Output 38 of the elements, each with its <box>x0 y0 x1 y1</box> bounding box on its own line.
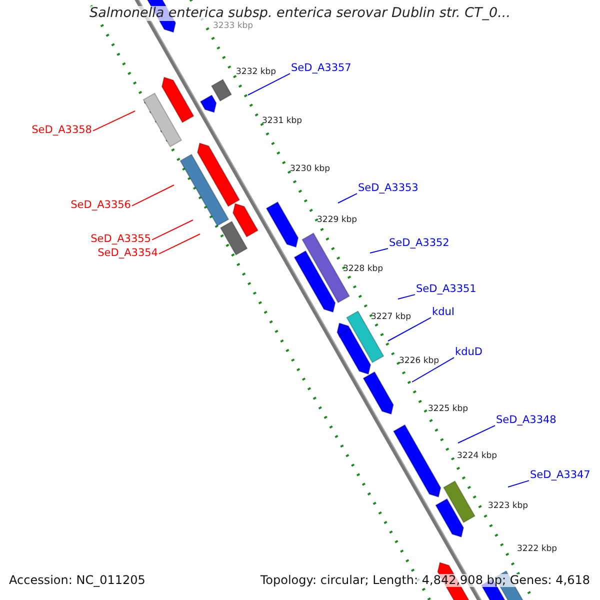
leader-line <box>458 425 496 444</box>
gene-label: kduD <box>455 347 482 359</box>
scale-label: 3222 kbp <box>517 545 558 554</box>
scale-label: 3224 kbp <box>457 452 498 462</box>
leader-line <box>370 248 388 254</box>
leader-line <box>508 480 530 488</box>
gene-label: SeD_A3358 <box>32 125 92 137</box>
accession-label: Accession: NC_011205 <box>9 574 146 588</box>
gene-label: SeD_A3347 <box>530 470 590 482</box>
gene-label: SeD_A3348 <box>496 415 556 427</box>
gene-label: SeD_A3352 <box>389 238 450 250</box>
scale-label: 3230 kbp <box>290 165 330 174</box>
scale-label: 3232 kbp <box>236 68 276 78</box>
scale-label: 3233 kbp <box>213 22 254 32</box>
scale-label: 3229 kbp <box>317 216 358 226</box>
scale-label: 3226 kbp <box>399 357 440 366</box>
leader-line <box>132 184 174 206</box>
scale-label: 3227 kbp <box>371 313 412 322</box>
scale-label: 3228 kbp <box>343 265 384 274</box>
gene-label: SeD_A3357 <box>291 63 352 75</box>
scale-label: 3223 kbp <box>488 502 528 512</box>
gene-label: SeD_A3356 <box>70 200 131 212</box>
gene-label: SeD_A3351 <box>416 284 476 296</box>
leader-line <box>388 317 432 342</box>
gene-label: kduI <box>432 307 454 319</box>
leader-line <box>412 357 454 382</box>
leader-line <box>338 193 358 204</box>
gene-label: SeD_A3355 <box>90 234 151 246</box>
scale-label: 3231 kbp <box>262 117 302 126</box>
scale-label: 3225 kbp <box>428 405 468 414</box>
leader-line <box>398 294 416 300</box>
leader-line <box>248 73 290 96</box>
leader-line <box>92 110 136 132</box>
gene-label: SeD_A3354 <box>98 248 158 260</box>
topology-label: Topology: circular; Length: 4,842,908 bp; Genes: 4,618 <box>260 574 590 588</box>
leader-line <box>158 234 200 254</box>
leader-line <box>152 220 194 240</box>
gene-label: SeD_A3353 <box>358 183 418 195</box>
